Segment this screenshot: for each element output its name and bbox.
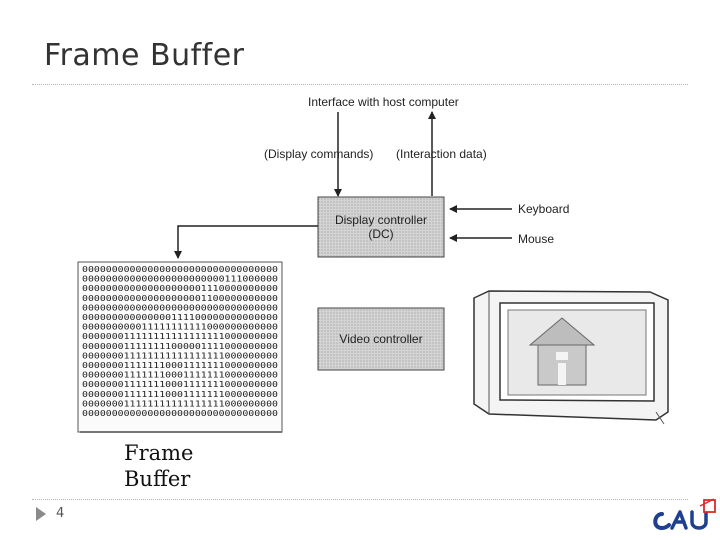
frame-buffer-row: 000000000000000000001100000000000: [82, 294, 279, 303]
frame-buffer-row: 000000011111110001111111000000000: [82, 371, 279, 380]
monitor-icon: [473, 290, 669, 425]
frame-buffer-row: 000000011111111111111111000000000: [82, 399, 279, 408]
video-controller-box: [317, 307, 445, 371]
title-divider: [32, 84, 688, 85]
mouse-label: Mouse: [518, 232, 554, 246]
frame-buffer-row: 000000011111111111111111000000000: [82, 351, 279, 360]
frame-buffer-row: 000000011111111111111111000000000: [82, 332, 279, 341]
slide-title: Frame Buffer: [44, 38, 245, 73]
frame-buffer-row: 000000000000000000000000111000000: [82, 275, 279, 284]
display-controller-abbrev: (DC): [368, 227, 393, 241]
caption-line-2: Buffer: [124, 467, 191, 491]
display-controller-label: Display controller: [335, 213, 427, 227]
triangle-bullet-icon: [36, 507, 46, 521]
interface-label: Interface with host computer: [308, 95, 459, 109]
video-controller-label: Video controller: [339, 332, 422, 346]
frame-buffer-row: 000000000000000000000000000000000: [82, 409, 279, 418]
frame-buffer-row: 000000000000000000000000000000000: [82, 303, 279, 312]
frame-buffer-caption: Frame Buffer: [124, 440, 193, 492]
interaction-data-label: (Interaction data): [396, 147, 487, 161]
footer-divider: [32, 499, 688, 500]
frame-buffer-memory: 0000000000000000000000000000000000000000…: [77, 261, 283, 433]
frame-buffer-row: 000000000000000111100000000000000: [82, 313, 279, 322]
keyboard-label: Keyboard: [518, 202, 569, 216]
frame-buffer-row: 000000011111111000001111000000000: [82, 342, 279, 351]
display-commands-label: (Display commands): [264, 147, 373, 161]
cau-logo-icon: [653, 498, 716, 531]
frame-buffer-row: 000000000011111111111000000000000: [82, 323, 279, 332]
frame-buffer-row: 000000011111110001111111000000000: [82, 361, 279, 370]
dc-to-buffer-arrow: [174, 225, 318, 259]
frame-buffer-row: 000000011111110001111111000000000: [82, 390, 279, 399]
frame-buffer-row: 000000011111110001111111000000000: [82, 380, 279, 389]
caption-line-1: Frame: [124, 441, 194, 465]
display-controller-box: [317, 196, 445, 258]
page-number: 4: [56, 506, 65, 521]
frame-buffer-row: 000000000000000000001110000000000: [82, 284, 279, 293]
frame-buffer-row: 000000000000000000000000000000000: [82, 265, 279, 274]
